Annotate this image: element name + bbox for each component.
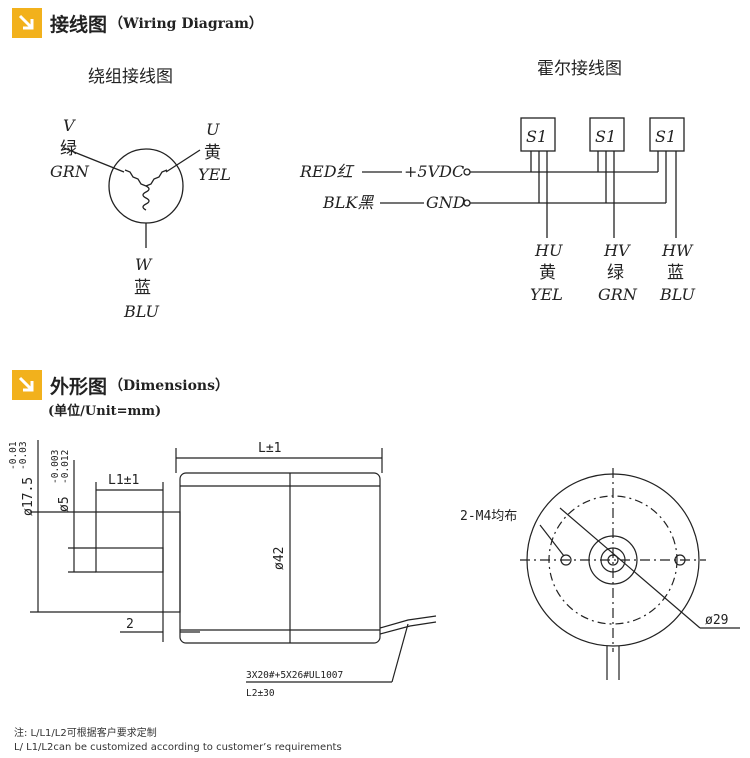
arrow-down-right-icon (12, 370, 42, 400)
dim-phi5-tol-up: -0.003 (50, 450, 61, 484)
dim-phi17-tol-up: -0.01 (8, 441, 19, 470)
dim-m4: 2-M4均布 (460, 509, 517, 524)
hall-sensor-3: S1 (655, 127, 676, 146)
arrow-down-right-icon (12, 8, 42, 38)
dim-L1: L1±1 (108, 473, 139, 488)
hall-wiring (362, 117, 685, 238)
wiring-title: 接线图 (50, 13, 108, 36)
hv-zh: 绿 (607, 263, 624, 283)
u-zh: 黄 (204, 143, 221, 163)
hu-en: YEL (530, 285, 563, 304)
v-zh: 绿 (60, 139, 77, 159)
note-en: L/ L1/L2can be customized according to c… (14, 742, 342, 753)
cable-spec: 3X20#+5X26#UL1007 (246, 670, 343, 681)
hw-name: HW (661, 241, 694, 260)
dim-phi17: ø17.5 (21, 477, 36, 516)
vdc-label: +5VDC (404, 162, 464, 181)
dim-L: L±1 (258, 441, 281, 456)
dim-phi29: ø29 (705, 613, 728, 628)
red-wire-label: RED红 (299, 162, 355, 181)
w-letter: W (135, 255, 153, 274)
hu-zh: 黄 (539, 263, 556, 283)
hall-sensor-1: S1 (526, 127, 547, 146)
wiring-diagram: 绕组接线图 V 绿 GRN U 黄 YEL W 蓝 BLU 霍尔接线图 (50, 59, 696, 321)
hw-en: BLU (659, 285, 696, 304)
note-zh: 注: L/L1/L2可根据客户要求定制 (14, 728, 157, 739)
w-zh: 蓝 (134, 278, 151, 298)
hw-zh: 蓝 (667, 263, 684, 283)
dimension-drawing: L±1 L1±1 ø42 ø17.5 -0.01 -0.03 ø5 -0.003… (8, 440, 740, 699)
front-outer-circle (526, 473, 700, 647)
gnd-label: GND (426, 193, 466, 212)
dim-phi5: ø5 (57, 496, 72, 512)
winding-symbol (63, 147, 201, 248)
motor-shaft (95, 547, 164, 573)
dim-L2: L2±30 (246, 688, 275, 699)
motor-boss (162, 511, 181, 613)
hu-name: HU (534, 241, 563, 260)
v-en: GRN (50, 162, 90, 181)
u-letter: U (206, 120, 220, 139)
dimensions-title: 外形图 (50, 375, 108, 398)
dimensions-title-en: （Dimensions） (109, 378, 229, 394)
hv-name: HV (603, 241, 631, 260)
dim-phi17-tol-dn: -0.03 (18, 441, 29, 470)
winding-title: 绕组接线图 (88, 67, 173, 87)
blk-wire-label: BLK黑 (322, 193, 374, 212)
v-letter: V (63, 116, 76, 135)
w-en: BLU (123, 302, 160, 321)
wiring-section-header: 接线图 （Wiring Diagram） (12, 8, 263, 38)
hall-sensor-2: S1 (595, 127, 616, 146)
dim-phi42: ø42 (272, 547, 287, 570)
unit-note: (单位/Unit=mm) (48, 404, 162, 419)
hv-en: GRN (598, 285, 638, 304)
wiring-title-en: （Wiring Diagram） (109, 16, 263, 32)
dim-phi5-tol-dn: -0.012 (60, 450, 71, 484)
hall-title: 霍尔接线图 (537, 59, 622, 79)
u-en: YEL (198, 165, 231, 184)
dim-2: 2 (126, 617, 134, 632)
dimensions-section-header: 外形图 （Dimensions） (12, 370, 229, 400)
